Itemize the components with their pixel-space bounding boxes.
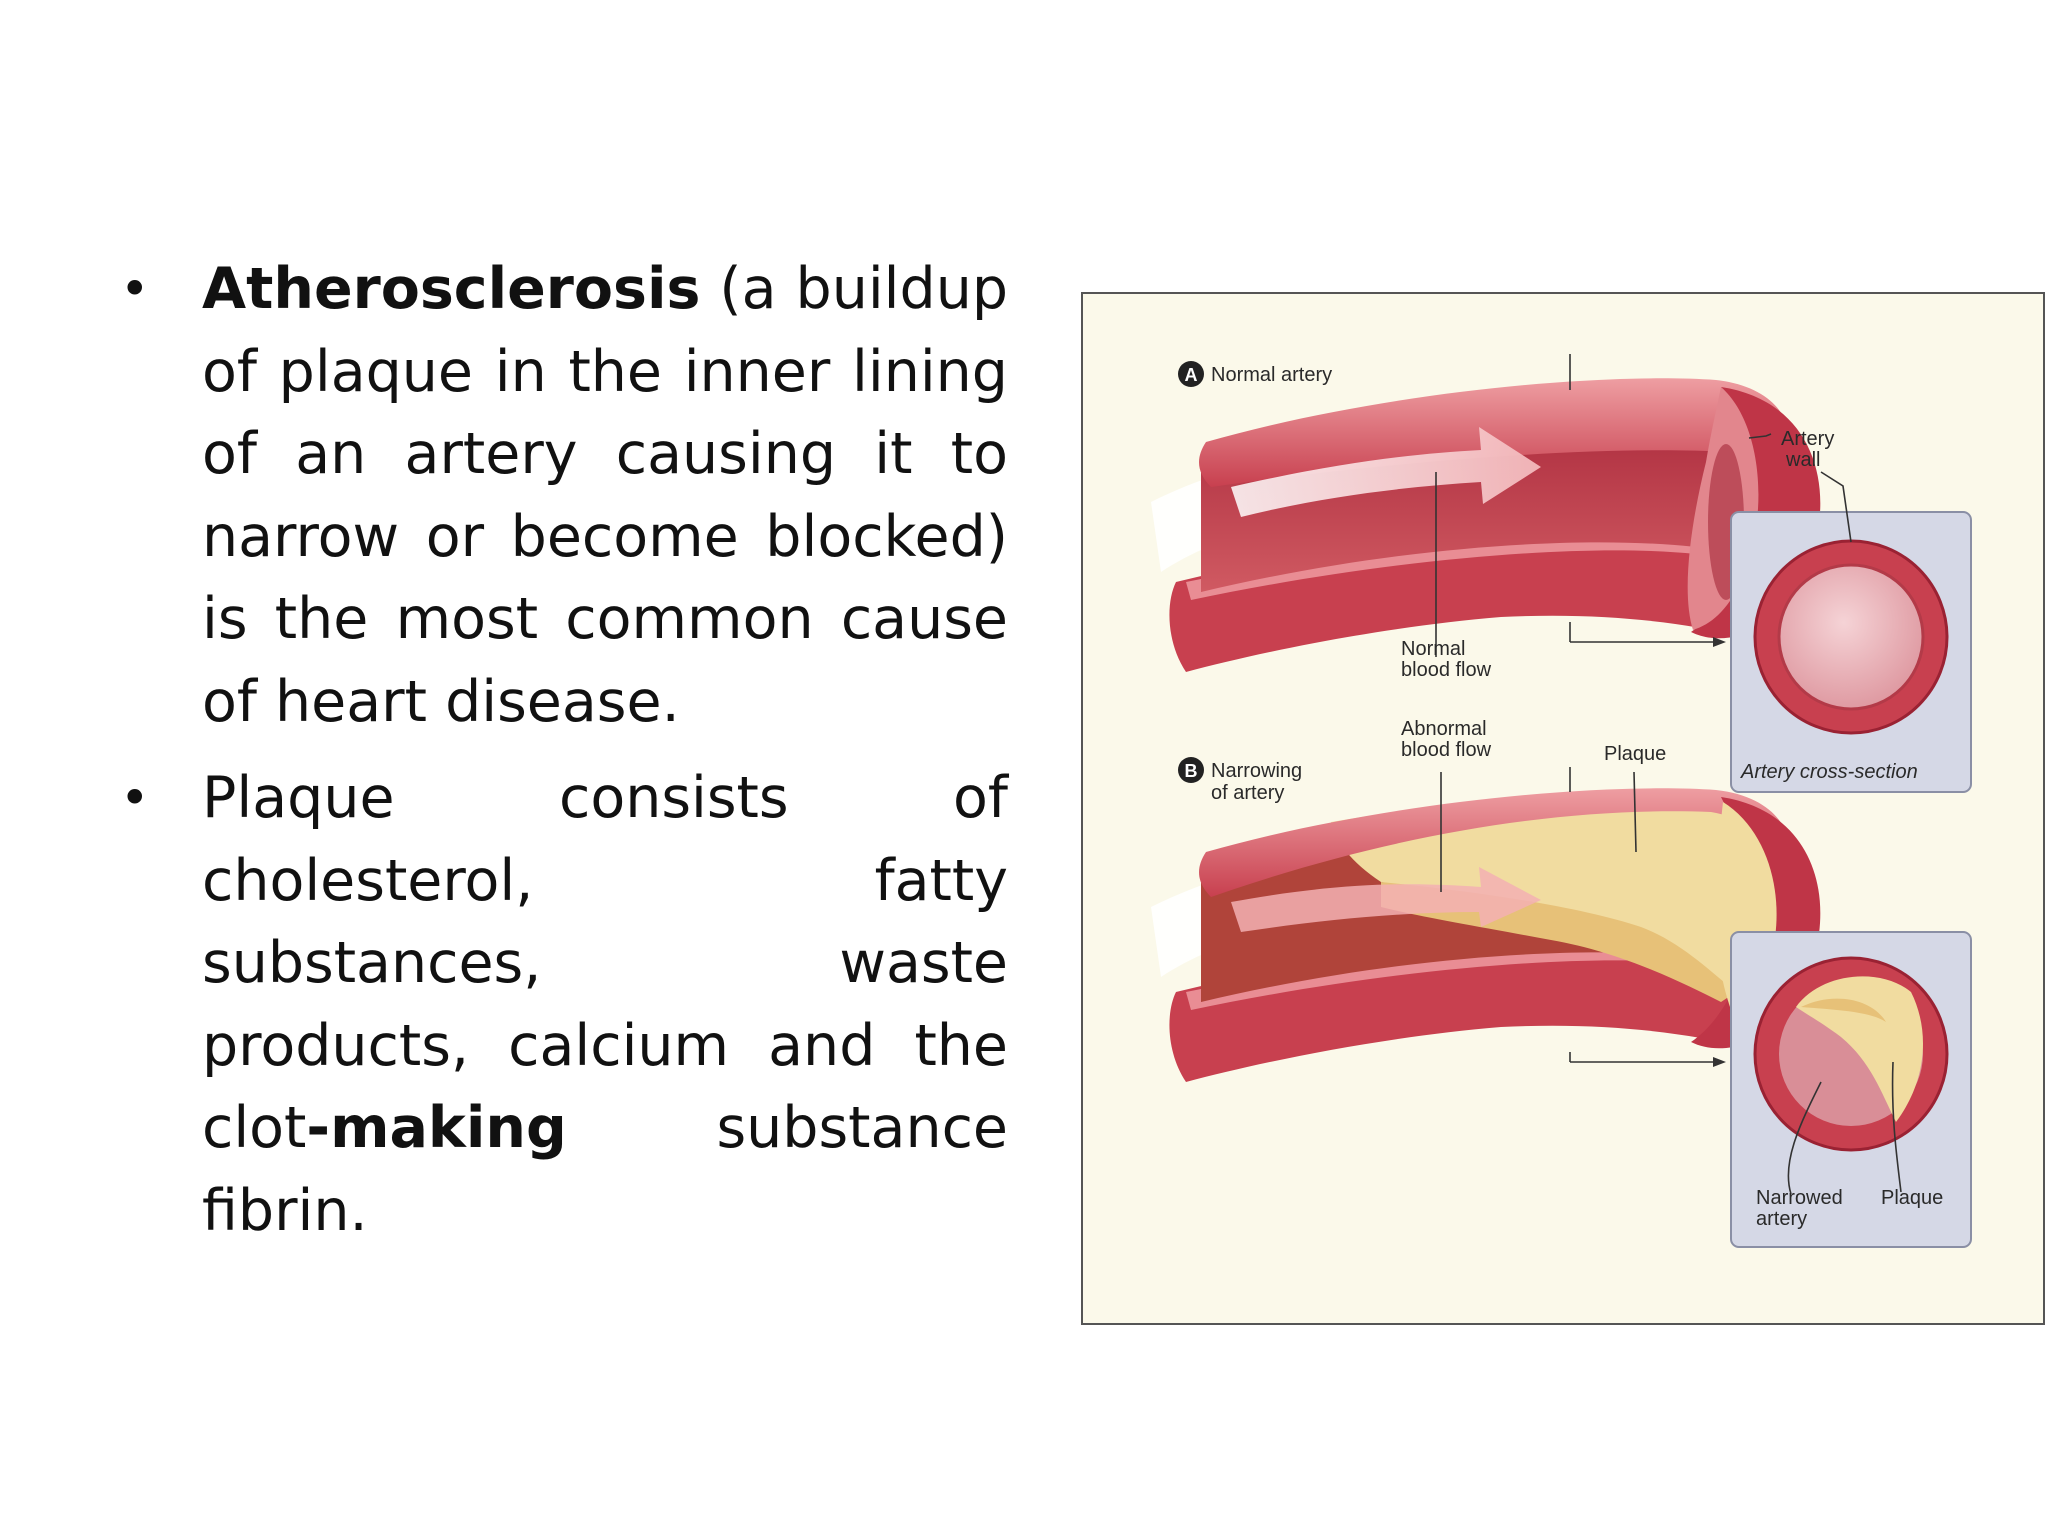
label-artery-wall-line2: wall [1785, 449, 1820, 471]
bullet-dot: • [120, 260, 150, 318]
term-atherosclerosis: Atherosclerosis [202, 256, 701, 322]
bullet-plaque: • Plaque consists of cholesterol, fatty … [120, 757, 1008, 1252]
badge-a [1178, 361, 1204, 387]
normal-artery-illustration [1151, 378, 1821, 672]
slide-text: • Atherosclerosis (a buildup of plaque i… [120, 248, 1008, 1266]
label-plaque-top: Plaque [1604, 743, 1666, 765]
arrow-narrowed [1713, 1057, 1726, 1067]
term-making: -making [306, 1095, 567, 1161]
badge-b-letter: B [1185, 761, 1198, 781]
label-normal-flow-line1: Normal [1401, 638, 1465, 660]
bullet-1-text: (a buildup of plaque in the inner lining… [202, 256, 1008, 735]
bullet-dot: • [120, 769, 150, 827]
bullet-2-text-end: substance fibrin. [202, 1095, 1008, 1244]
label-narrowing-line2: of artery [1211, 782, 1284, 804]
label-abnormal-flow-line1: Abnormal [1401, 718, 1487, 740]
label-abnormal-flow-line2: blood flow [1401, 739, 1492, 761]
label-cross-section: Artery cross-section [1740, 761, 1918, 783]
badge-a-letter: A [1185, 365, 1198, 385]
figure-labels: A Normal artery B Narrowing of artery Ar… [1178, 361, 1943, 1230]
artery-diagram-svg: A Normal artery B Narrowing of artery Ar… [1081, 292, 2045, 1325]
label-artery-wall-line1: Artery [1781, 428, 1834, 450]
artery-diagram: A Normal artery B Narrowing of artery Ar… [1081, 292, 2046, 1326]
arrow-normal [1713, 637, 1726, 647]
label-normal-artery: Normal artery [1211, 364, 1332, 386]
label-normal-flow-line2: blood flow [1401, 659, 1492, 681]
label-narrowed-line2: artery [1756, 1208, 1807, 1230]
cross-section-normal [1730, 511, 1972, 793]
arrowheads [1713, 637, 1726, 1067]
label-plaque-bottom: Plaque [1881, 1187, 1943, 1209]
label-narrowing-line1: Narrowing [1211, 760, 1302, 782]
bullet-atherosclerosis: • Atherosclerosis (a buildup of plaque i… [120, 248, 1008, 743]
badge-b [1178, 757, 1204, 783]
label-narrowed-line1: Narrowed [1756, 1187, 1843, 1209]
bullet-2-text-start: Plaque consists of cholesterol, fatty su… [202, 765, 1008, 1161]
cross-section-narrowed [1730, 931, 1972, 1248]
leader-lines [1435, 354, 1902, 1195]
